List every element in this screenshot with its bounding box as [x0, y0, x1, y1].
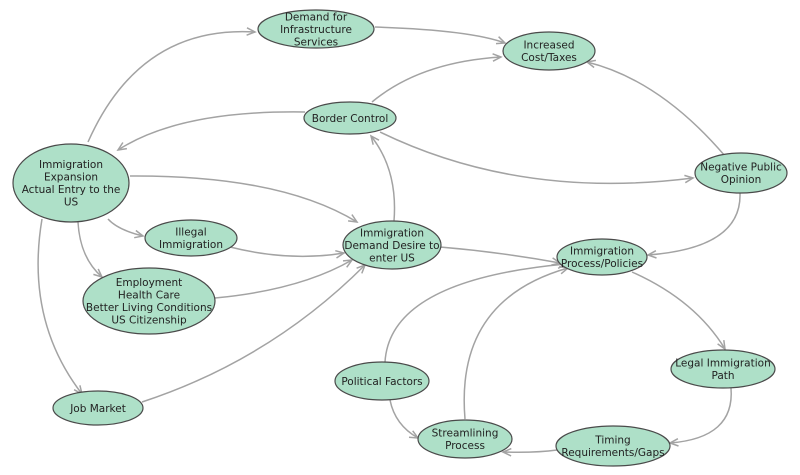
edge-political-factors-to-immigration-process: [384, 260, 568, 363]
node-label-line: Demand for: [285, 11, 348, 23]
edge-border-control-to-immigration-expansion: [116, 111, 306, 152]
node-label-line: Illegal: [175, 227, 206, 239]
node-label-line: Health Care: [118, 290, 180, 302]
node-label-line: Streamlining: [432, 428, 499, 440]
node-label-line: Job Market: [69, 403, 126, 415]
edge-immigration-demand-to-border-control: [369, 134, 396, 222]
arrowhead: [501, 447, 512, 457]
arrowhead: [348, 214, 359, 223]
arrowhead: [495, 36, 507, 45]
node-label-line: Actual Entry to the: [22, 184, 121, 196]
node-ellipse: [144, 219, 238, 257]
node-label-line: Border Control: [312, 113, 389, 125]
arrowhead: [134, 229, 145, 239]
edge-immigration-expansion-to-employment: [77, 221, 104, 279]
node-label-line: Immigration: [360, 227, 424, 239]
node-ellipse: [303, 101, 397, 135]
edge-immigration-process-to-legal-path: [631, 271, 726, 351]
node-label-line: enter US: [369, 252, 415, 264]
node-label-line: Requirements/Gaps: [561, 447, 664, 459]
edge-immigration-expansion-to-immigration-demand: [129, 175, 359, 223]
edge-negative-opinion-to-immigration-process: [646, 192, 741, 259]
arrowhead: [369, 134, 380, 145]
node-label-line: Negative Public: [700, 162, 782, 174]
node-ellipse: [556, 238, 648, 276]
arrowhead: [246, 27, 257, 36]
node-ellipse: [257, 9, 375, 49]
node-ellipse: [555, 425, 671, 467]
edge-immigration-demand-to-immigration-process: [439, 246, 562, 266]
node-ellipse: [82, 267, 216, 335]
edge-employment-to-immigration-demand: [214, 259, 354, 299]
node-label-line: Immigration: [39, 159, 103, 171]
node-label-line: Immigration: [159, 239, 223, 251]
node-ellipse: [12, 143, 130, 223]
arrowhead: [717, 339, 726, 351]
edge-streamlining-to-immigration-process: [463, 265, 570, 420]
node-label-line: Immigration: [570, 246, 634, 258]
arrowhead: [342, 259, 354, 268]
node-job-market[interactable]: Job Market: [52, 390, 144, 426]
edge-illegal-immigration-to-immigration-demand: [229, 246, 346, 259]
arrowhead: [93, 268, 104, 279]
node-label-line: Services: [294, 36, 338, 48]
node-ellipse: [502, 31, 596, 71]
edges-layer: [37, 26, 741, 457]
node-label-line: Increased: [523, 40, 574, 52]
node-label-line: Demand Desire to: [344, 240, 439, 252]
edge-political-factors-to-streamlining: [389, 399, 420, 439]
arrowhead: [116, 142, 128, 152]
node-ellipse: [334, 361, 430, 401]
node-political-factors[interactable]: Political Factors: [334, 361, 430, 401]
node-label-line: Political Factors: [341, 376, 422, 388]
edge-demand-infrastructure-to-increased-cost: [374, 26, 507, 45]
edge-border-control-to-increased-cost: [371, 53, 503, 103]
edge-legal-path-to-timing: [668, 387, 732, 447]
edge-immigration-expansion-to-job-market: [37, 218, 84, 396]
node-label-line: Opinion: [721, 174, 762, 186]
node-label-line: US Citizenship: [111, 315, 187, 327]
node-ellipse: [342, 220, 442, 270]
node-label-line: US: [64, 197, 79, 209]
edge-timing-to-streamlining: [501, 447, 558, 457]
node-label-line: Legal Immigration: [675, 358, 770, 370]
arrowhead: [684, 174, 695, 184]
edge-border-control-to-negative-opinion: [379, 131, 695, 185]
edge-immigration-expansion-to-illegal-immigration: [107, 218, 145, 239]
arrowhead: [646, 250, 657, 259]
node-label-line: Timing: [594, 435, 630, 447]
node-label-line: Process/Policies: [561, 258, 643, 270]
node-label-line: Expansion: [44, 172, 98, 184]
node-border-control[interactable]: Border Control: [303, 101, 397, 135]
node-label-line: Cost/Taxes: [521, 52, 577, 64]
node-ellipse: [670, 349, 776, 389]
node-label-line: Better Living Conditions: [86, 302, 212, 314]
node-label-line: Employment: [116, 277, 183, 289]
node-ellipse: [417, 419, 513, 459]
arrowhead: [492, 53, 503, 62]
edge-immigration-expansion-to-demand-infrastructure: [87, 27, 257, 143]
node-ellipse: [52, 390, 144, 426]
arrowhead: [335, 249, 346, 259]
node-label-line: Process: [445, 440, 485, 452]
node-label-line: Path: [711, 370, 734, 382]
edge-negative-opinion-to-increased-cost: [585, 59, 726, 157]
node-ellipse: [694, 152, 788, 194]
node-label-line: Infrastructure: [280, 24, 352, 36]
